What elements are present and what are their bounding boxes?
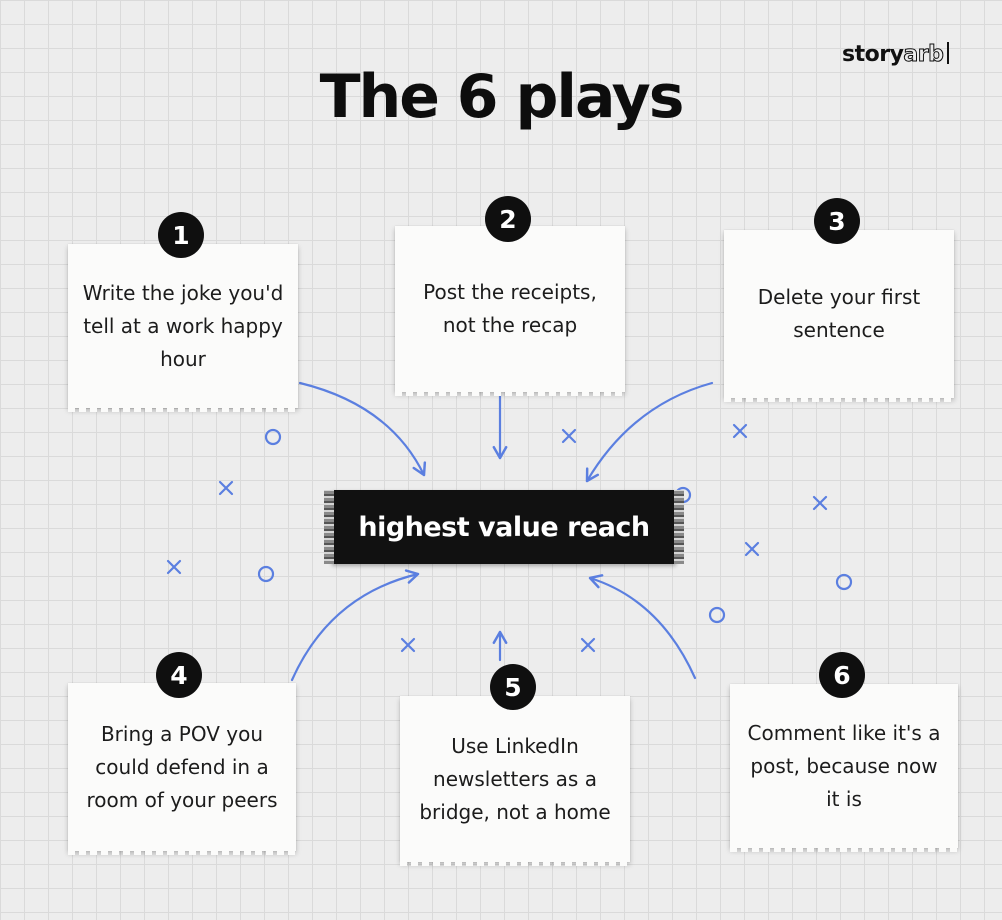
play-number-4: 4 bbox=[170, 660, 188, 690]
circle-mark bbox=[257, 565, 275, 583]
play-card-6: Comment like it's a post, because now it… bbox=[730, 684, 958, 852]
play-text-3: Delete your first sentence bbox=[757, 285, 921, 342]
play-card-5: Use LinkedIn newsletters as a bridge, no… bbox=[400, 696, 630, 866]
play-text-2: Post the receipts, not the recap bbox=[423, 280, 597, 337]
play-number-5: 5 bbox=[504, 672, 522, 702]
x-mark bbox=[218, 480, 234, 496]
x-mark bbox=[580, 637, 596, 653]
play-card-3: Delete your first sentence bbox=[724, 230, 954, 402]
center-label-tape: highest value reach bbox=[324, 490, 684, 564]
x-mark bbox=[744, 541, 760, 557]
arrow-4 bbox=[290, 569, 420, 682]
play-number-badge-2: 2 bbox=[485, 196, 531, 242]
play-card-2: Post the receipts, not the recap bbox=[395, 226, 625, 396]
play-number-badge-4: 4 bbox=[156, 652, 202, 698]
circle-mark bbox=[835, 573, 853, 591]
play-number-1: 1 bbox=[172, 220, 190, 250]
arrow-6 bbox=[588, 574, 697, 680]
x-mark bbox=[561, 428, 577, 444]
page-title: The 6 plays bbox=[319, 62, 685, 132]
circle-mark bbox=[708, 606, 726, 624]
play-number-badge-3: 3 bbox=[814, 198, 860, 244]
circle-mark bbox=[264, 428, 282, 446]
play-card-1: Write the joke you'd tell at a work happ… bbox=[68, 244, 298, 412]
play-card-4: Bring a POV you could defend in a room o… bbox=[68, 683, 296, 855]
x-mark bbox=[812, 495, 828, 511]
arrow-3 bbox=[585, 381, 714, 483]
storyarb-logo: storyarb bbox=[842, 42, 950, 68]
play-number-3: 3 bbox=[828, 206, 846, 236]
logo-cursor-bar bbox=[947, 42, 950, 64]
play-text-6: Comment like it's a post, because now it… bbox=[747, 720, 941, 811]
logo-text-story: story bbox=[842, 42, 904, 67]
x-mark bbox=[732, 423, 748, 439]
play-number-badge-1: 1 bbox=[158, 212, 204, 258]
play-number-6: 6 bbox=[833, 660, 851, 690]
arrow-1 bbox=[298, 381, 427, 477]
x-mark bbox=[166, 559, 182, 575]
play-number-2: 2 bbox=[499, 204, 517, 234]
logo-text-arb: arb bbox=[903, 42, 944, 68]
play-number-badge-5: 5 bbox=[490, 664, 536, 710]
x-mark bbox=[400, 637, 416, 653]
play-text-4: Bring a POV you could defend in a room o… bbox=[86, 721, 278, 812]
center-label: highest value reach bbox=[358, 511, 650, 543]
play-text-1: Write the joke you'd tell at a work happ… bbox=[82, 280, 284, 371]
play-text-5: Use LinkedIn newsletters as a bridge, no… bbox=[419, 733, 611, 824]
play-number-badge-6: 6 bbox=[819, 652, 865, 698]
